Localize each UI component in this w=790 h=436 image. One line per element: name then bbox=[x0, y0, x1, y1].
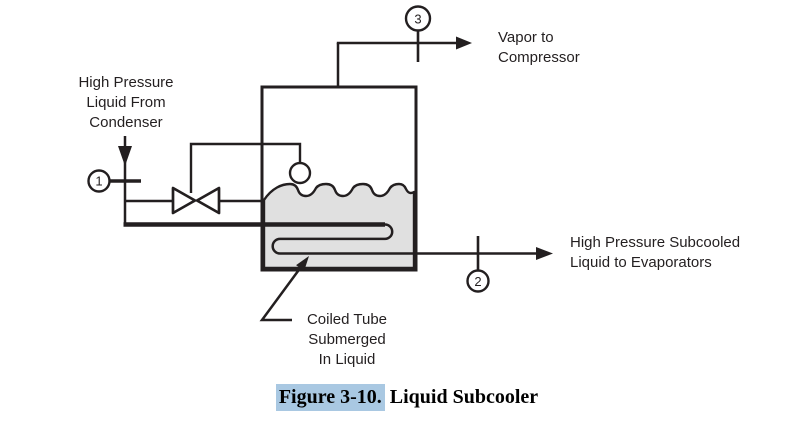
point-1-circle bbox=[87, 169, 111, 193]
point-2-number: 2 bbox=[474, 274, 481, 289]
point-2-circle bbox=[466, 269, 490, 293]
expansion-valve-left bbox=[171, 186, 197, 215]
vapor-outlet-arrowhead bbox=[456, 36, 472, 50]
expansion-valve-right bbox=[195, 186, 221, 215]
figure-number-highlight: Figure 3-10. bbox=[275, 384, 385, 411]
label-condenser-inlet: High Pressure Liquid From Condenser bbox=[78, 74, 174, 131]
point-3-circle bbox=[404, 5, 432, 32]
coil-annotation-leader bbox=[259, 266, 303, 322]
float-ball bbox=[288, 161, 312, 185]
coiled-tube bbox=[271, 223, 536, 255]
label-vapor-outlet: Vapor to Compressor bbox=[498, 29, 580, 66]
figure-caption: Figure 3-10. Liquid Subcooler bbox=[24, 384, 790, 411]
label-coil-annotation: Coiled Tube Submerged In Liquid bbox=[306, 311, 388, 368]
inlet-down-arrowhead bbox=[118, 146, 132, 166]
point-1-number: 1 bbox=[95, 174, 102, 189]
float-pilot-line bbox=[189, 142, 302, 193]
coil-annotation-arrowhead bbox=[296, 256, 309, 272]
point-3-number: 3 bbox=[414, 12, 421, 27]
subcooled-outlet-arrowhead bbox=[536, 247, 553, 260]
figure-title: Liquid Subcooler bbox=[384, 386, 539, 408]
label-subcooled-outlet: High Pressure Subcooled Liquid to Evapor… bbox=[570, 234, 741, 271]
